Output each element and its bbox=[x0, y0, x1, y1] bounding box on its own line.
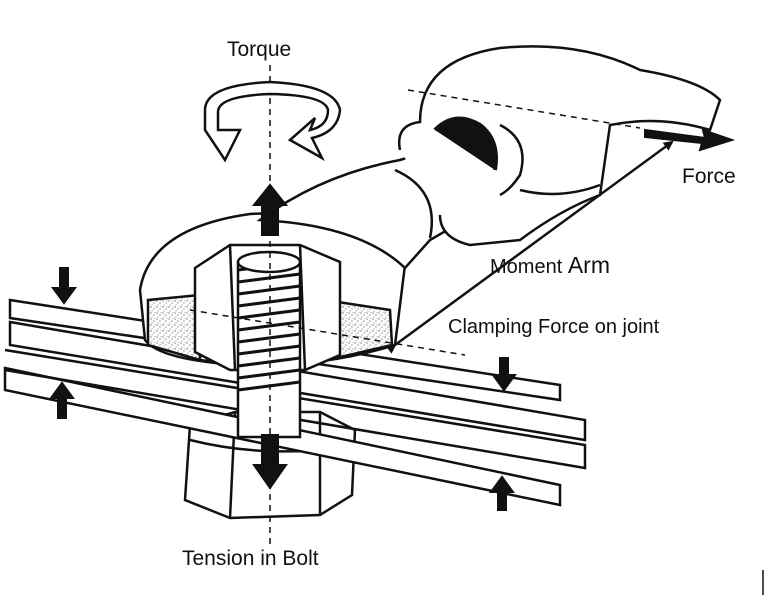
clamp-up-arrow-right bbox=[489, 475, 515, 511]
clamping-force-label: Clamping Force on joint bbox=[448, 316, 660, 338]
bolt-down-arrow bbox=[252, 434, 288, 490]
moment-label-prefix: Moment bbox=[490, 256, 568, 278]
arm-label: Arm bbox=[568, 252, 610, 278]
clamp-up-arrow-left bbox=[49, 381, 75, 419]
moment-arm-label: Moment Arm bbox=[490, 252, 610, 278]
bolt-shank bbox=[236, 250, 302, 439]
bolt-up-arrow bbox=[251, 183, 289, 236]
moment-arm-arrow bbox=[385, 140, 674, 354]
force-arrow bbox=[644, 128, 736, 152]
hand bbox=[397, 45, 722, 247]
force-label: Force bbox=[682, 165, 736, 188]
torque-label: Torque bbox=[227, 38, 291, 61]
torque-icon bbox=[203, 80, 342, 163]
clamp-down-arrow-left bbox=[51, 267, 77, 305]
tension-label: Tension in Bolt bbox=[182, 547, 319, 570]
clamp-down-arrow-right bbox=[491, 357, 517, 392]
force-arrows bbox=[49, 128, 736, 511]
